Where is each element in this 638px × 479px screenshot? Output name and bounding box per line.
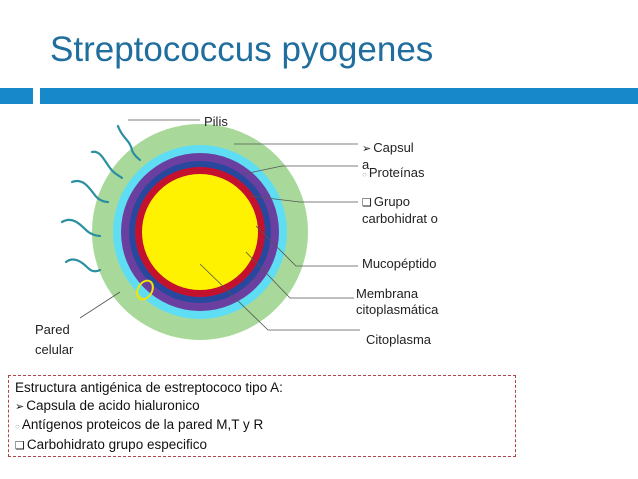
- label-pared: Pared celular: [35, 322, 74, 357]
- box-item: ❑Carbohidrato grupo especifico: [15, 436, 509, 456]
- arrow-bullet-icon: ➢: [362, 143, 372, 155]
- leader-proteinas: [243, 165, 358, 175]
- pilus: [64, 258, 102, 273]
- pilus: [90, 150, 124, 180]
- box-item: ○Antígenos proteicos de la pared M,T y R: [15, 416, 509, 436]
- antigenic-structure-box: Estructura antigénica de estreptococo ti…: [8, 375, 516, 457]
- title-accent-bar: [40, 88, 638, 104]
- label-capsula-text: Capsul a: [362, 140, 414, 172]
- cytoplasm-core: [142, 174, 258, 290]
- box-item-text: Carbohidrato grupo especifico: [26, 436, 207, 452]
- square-bullet-icon: ❑: [15, 439, 25, 452]
- label-citoplasma: Citoplasma: [366, 332, 432, 347]
- leader-lines: [79, 119, 360, 331]
- label-proteinas-text: Proteínas: [368, 165, 425, 180]
- leader-pared: [79, 291, 121, 319]
- label-pilis: Pilis: [204, 114, 228, 129]
- pilus: [116, 124, 142, 162]
- leader-membrana: [245, 251, 354, 299]
- box-item-text: Antígenos proteicos de la pared M,T y R: [21, 417, 264, 433]
- pili-group: [60, 124, 142, 273]
- pilus: [70, 179, 110, 204]
- title-accent-bar-left: [0, 88, 33, 104]
- label-grupo-text: Grupo carbohidrat o: [362, 194, 438, 226]
- leader-grupo: [249, 195, 358, 203]
- box-item-text: Capsula de acido hialuronico: [26, 397, 200, 413]
- label-capsula: ➢Capsul a: [362, 140, 414, 173]
- page-title: Streptococcus pyogenes: [50, 30, 434, 69]
- square-bullet-icon: ❑: [362, 197, 372, 209]
- circle-bullet-icon: ○: [362, 170, 367, 179]
- box-heading: Estructura antigénica de estreptococo ti…: [15, 380, 283, 395]
- box-item: ➢Capsula de acido hialuronico: [15, 397, 509, 417]
- arrow-bullet-icon: ➢: [15, 400, 25, 413]
- label-membrana: Membrana citoplasmática: [356, 286, 439, 317]
- surface-protein-marker: [136, 279, 154, 301]
- circle-bullet-icon: ○: [15, 422, 20, 432]
- label-proteinas: ○Proteínas: [362, 165, 425, 183]
- label-mucopeptido: Mucopéptido: [362, 256, 437, 271]
- leader-mucopeptido: [255, 225, 358, 267]
- leader-citoplasma: [199, 263, 360, 331]
- pilus: [60, 218, 102, 238]
- label-grupo: ❑Grupo carbohidrat o: [362, 194, 450, 227]
